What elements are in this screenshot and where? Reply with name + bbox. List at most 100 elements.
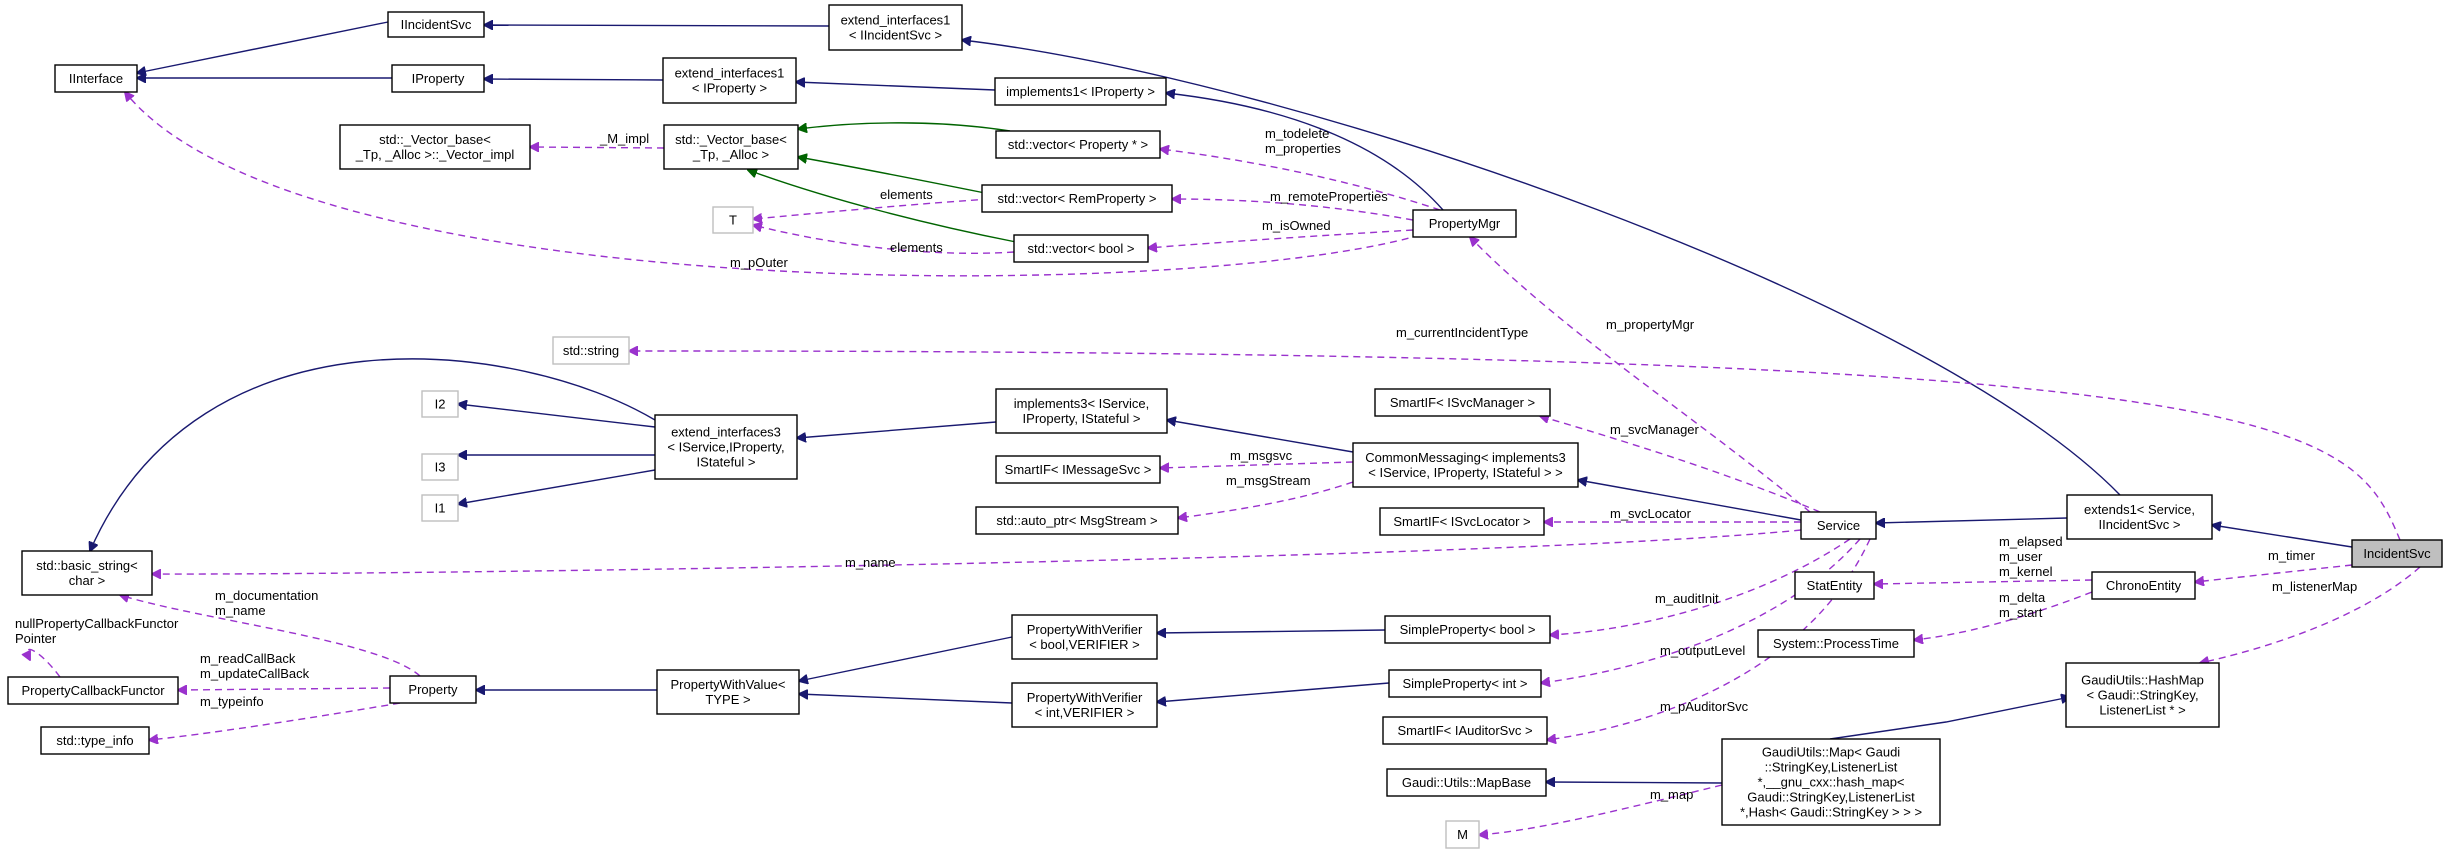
class-node-commonmessaging[interactable]: CommonMessaging< implements3< IService, … xyxy=(1352,442,1579,488)
edge-label: m_start xyxy=(1999,605,2043,620)
class-node-implements3[interactable]: implements3< IService,IProperty, IStatef… xyxy=(995,388,1168,434)
class-name-text: GaudiUtils::Map< Gaudi xyxy=(1762,745,1900,760)
class-node-propertywithvalue[interactable]: PropertyWithValue<TYPE > xyxy=(656,669,800,715)
inheritance-arrow xyxy=(2212,525,2353,548)
class-name-text: < Gaudi::StringKey, xyxy=(2086,688,2198,703)
class-box xyxy=(1721,738,1941,826)
class-node-std-string[interactable]: std::string xyxy=(552,336,630,365)
class-node-implements1-iproperty[interactable]: implements1< IProperty > xyxy=(994,77,1167,106)
usage-arrow xyxy=(1479,784,1723,835)
class-name-text: std::vector< Property * > xyxy=(1008,137,1148,152)
class-box xyxy=(1011,614,1158,660)
e-propmgr-vecbool: m_isOwned xyxy=(1148,218,1414,248)
class-name-text: SimpleProperty< bool > xyxy=(1400,622,1536,637)
edge-label: m_updateCallBack xyxy=(200,666,310,681)
class-node-smartif-iauditorsvc[interactable]: SmartIF< IAuditorSvc > xyxy=(1382,716,1548,745)
edge-label: Pointer xyxy=(15,631,57,646)
usage-arrow xyxy=(2195,564,2353,582)
class-name-text: SimpleProperty< int > xyxy=(1402,676,1527,691)
usage-arrow xyxy=(1541,538,1861,683)
class-node-auto-ptr-msgstream[interactable]: std::auto_ptr< MsgStream > xyxy=(975,506,1179,535)
edge-label: m_remoteProperties xyxy=(1270,189,1388,204)
inheritance-arrow xyxy=(484,25,830,26)
class-node-vector-impl[interactable]: std::_Vector_base<_Tp, _Alloc >::_Vector… xyxy=(339,124,531,170)
class-node-smartif-isvclocator[interactable]: SmartIF< ISvcLocator > xyxy=(1379,507,1545,536)
class-node-iproperty[interactable]: IProperty xyxy=(391,64,485,93)
class-node-processtime[interactable]: System::ProcessTime xyxy=(1757,629,1915,658)
class-node-iincidentsvc[interactable]: IIncidentSvc xyxy=(387,11,485,38)
class-node-simpleproperty-int[interactable]: SimpleProperty< int > xyxy=(1388,669,1542,698)
inheritance-arrow xyxy=(1157,682,1390,702)
class-name-text: extend_interfaces1 xyxy=(675,66,785,81)
class-node-propertymgr[interactable]: PropertyMgr xyxy=(1412,209,1517,238)
class-node-gaudiutilsmap[interactable]: GaudiUtils::Map< Gaudi::StringKey,Listen… xyxy=(1721,738,1941,826)
class-node-vector-remproperty[interactable]: std::vector< RemProperty > xyxy=(981,184,1173,213)
class-box xyxy=(339,124,531,170)
e-vecbool-vecbase xyxy=(748,170,1017,243)
class-box xyxy=(421,494,459,522)
class-name-text: IStateful > xyxy=(697,455,756,470)
class-box xyxy=(40,726,150,755)
e-vecbase-vecimpl: _M_impl xyxy=(530,131,665,148)
class-box xyxy=(654,414,798,480)
class-node-chronoentity[interactable]: ChronoEntity xyxy=(2091,571,2196,600)
class-node-statentity[interactable]: StatEntity xyxy=(1794,571,1875,600)
class-node-i2[interactable]: I2 xyxy=(421,390,459,418)
class-node-propertywithverifier-bool[interactable]: PropertyWithVerifier< bool,VERIFIER > xyxy=(1011,614,1158,660)
class-box xyxy=(656,669,800,715)
class-node-type-info[interactable]: std::type_info xyxy=(40,726,150,755)
class-name-text: IIncidentSvc > xyxy=(2098,517,2180,532)
class-node-i1[interactable]: I1 xyxy=(421,494,459,522)
edge-label: m_propertyMgr xyxy=(1606,317,1695,332)
class-node-vector-property[interactable]: std::vector< Property * > xyxy=(995,130,1161,159)
edge-label: m_isOwned xyxy=(1262,218,1331,233)
e-iincidentsvc-iinterface xyxy=(137,21,389,73)
class-name-text: T xyxy=(729,213,737,228)
edge-label: m_pAuditorSvc xyxy=(1660,699,1749,714)
class-node-mapbase[interactable]: Gaudi::Utils::MapBase xyxy=(1386,768,1547,797)
class-name-text: _Tp, _Alloc >::_Vector_impl xyxy=(355,147,515,162)
class-node-smartif-imessagesvc[interactable]: SmartIF< IMessageSvc > xyxy=(995,455,1161,484)
class-name-text: I2 xyxy=(435,397,446,412)
class-node-hashmap[interactable]: GaudiUtils::HashMap< Gaudi::StringKey,Li… xyxy=(2065,662,2220,728)
class-node-iinterface[interactable]: IInterface xyxy=(54,64,138,93)
e-incidentsvc-extends1 xyxy=(2212,525,2353,548)
class-node-service[interactable]: Service xyxy=(1800,511,1877,540)
class-name-text: *,Hash< Gaudi::StringKey > > > xyxy=(1740,805,1922,820)
class-node-basic-string[interactable]: std::basic_string<char > xyxy=(21,550,153,596)
class-node-vector-bool[interactable]: std::vector< bool > xyxy=(1013,234,1149,263)
usage-arrow xyxy=(1172,199,1414,221)
edge-label: m_delta xyxy=(1999,590,2046,605)
class-box xyxy=(1412,209,1517,238)
inheritance-arrow xyxy=(1546,782,1723,783)
class-node-m[interactable]: M xyxy=(1445,820,1480,849)
class-name-text: SmartIF< IMessageSvc > xyxy=(1005,462,1152,477)
class-node-propertywithverifier-int[interactable]: PropertyWithVerifier< int,VERIFIER > xyxy=(1011,682,1158,728)
class-node-incidentsvc[interactable]: IncidentSvc xyxy=(2351,539,2443,568)
inheritance-arrow xyxy=(798,122,1011,131)
class-node-simpleproperty-bool[interactable]: SimpleProperty< bool > xyxy=(1384,615,1551,644)
class-node-extend-interfaces1-iproperty[interactable]: extend_interfaces1< IProperty > xyxy=(662,57,797,104)
class-node-t[interactable]: T xyxy=(712,206,754,234)
class-name-text: ::StringKey,ListenerList xyxy=(1765,760,1898,775)
class-node-property[interactable]: Property xyxy=(389,675,477,704)
class-node-extends1[interactable]: extends1< Service,IIncidentSvc > xyxy=(2066,494,2213,540)
edge-label: m_outputLevel xyxy=(1660,643,1745,658)
edge-label: m_documentation xyxy=(215,588,318,603)
inheritance-arrow xyxy=(1578,480,1802,521)
class-name-text: ListenerList * > xyxy=(2099,703,2185,718)
class-name-text: std::vector< bool > xyxy=(1028,241,1135,256)
class-node-extend-interfaces1-iincidentsvc[interactable]: extend_interfaces1< IIncidentSvc > xyxy=(828,4,963,51)
class-node-vector-base[interactable]: std::_Vector_base<_Tp, _Alloc > xyxy=(663,124,799,170)
class-node-i3[interactable]: I3 xyxy=(421,453,459,481)
class-box xyxy=(995,455,1161,484)
class-node-propertycallbackfunctor[interactable]: PropertyCallbackFunctor xyxy=(7,676,179,705)
e-incidentsvc-stdstring: m_currentIncidentType xyxy=(629,325,2401,541)
edge-label: m_typeinfo xyxy=(200,694,264,709)
usage-arrow xyxy=(2200,566,2421,663)
class-box xyxy=(1800,511,1877,540)
class-node-smartif-isvcmanager[interactable]: SmartIF< ISvcManager > xyxy=(1374,388,1551,417)
class-node-extend-interfaces3[interactable]: extend_interfaces3< IService,IProperty,I… xyxy=(654,414,798,480)
edge-label: m_todelete xyxy=(1265,126,1329,141)
